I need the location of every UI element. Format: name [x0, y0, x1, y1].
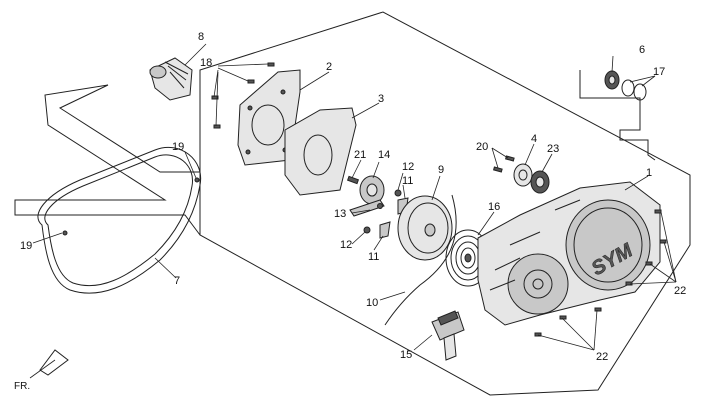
part-3-gasket	[284, 107, 357, 196]
callout-23: 23	[547, 143, 559, 155]
callout-10: 10	[366, 297, 378, 309]
callout-15: 15	[400, 349, 412, 361]
callout-7: 7	[174, 275, 180, 287]
part-18-bolts	[211, 62, 275, 129]
part-15-starter-handle	[431, 310, 465, 361]
orientation-label: FR.	[14, 381, 30, 392]
part-23-bearing	[530, 170, 550, 194]
orientation-arrow	[29, 349, 69, 379]
callout-21: 21	[354, 149, 366, 161]
part-1-crankcase-cover: SYM	[477, 181, 661, 326]
callout-9: 9	[438, 164, 444, 176]
callout-2: 2	[326, 61, 332, 73]
callout-6: 6	[639, 44, 645, 56]
callout-22-right: 22	[674, 285, 686, 297]
assembly-frame	[14, 11, 691, 396]
callout-1: 1	[646, 167, 652, 179]
callout-11-top: 11	[402, 175, 413, 187]
callout-17: 17	[653, 66, 665, 78]
callout-labels: 8 18 2 3 6 17 19 19 7 21 14 12 12 11 11 …	[14, 31, 686, 392]
part-20-bolts	[493, 155, 515, 173]
callout-12-bottom: 12	[340, 239, 352, 251]
part-21-bolt	[346, 175, 360, 185]
callout-18: 18	[200, 57, 212, 69]
part-22-bolts	[534, 209, 667, 337]
leader-lines	[32, 43, 677, 351]
part-11-pawls	[379, 197, 409, 239]
part-4-oil-seal	[513, 163, 533, 187]
callout-20: 20	[476, 141, 488, 153]
callout-8: 8	[198, 31, 204, 43]
callout-14: 14	[378, 149, 390, 161]
callout-3: 3	[378, 93, 384, 105]
callout-11-bottom: 11	[368, 251, 379, 263]
part-10-starter-rope	[384, 194, 457, 326]
callout-22-bottom: 22	[596, 351, 608, 363]
part-6-bushing	[604, 70, 620, 90]
part-8-air-duct	[149, 57, 193, 101]
callout-16: 16	[488, 201, 500, 213]
part-9-starter-pulley	[397, 195, 453, 261]
callout-12-top: 12	[402, 161, 414, 173]
part-17-o-rings	[621, 79, 647, 101]
part-7-cover-gasket	[37, 146, 202, 294]
callout-4: 4	[531, 133, 537, 145]
callout-19-left: 19	[20, 240, 32, 252]
callout-13: 13	[334, 208, 346, 220]
part-14-starter-hub	[359, 175, 385, 205]
callout-19-right: 19	[172, 141, 184, 153]
